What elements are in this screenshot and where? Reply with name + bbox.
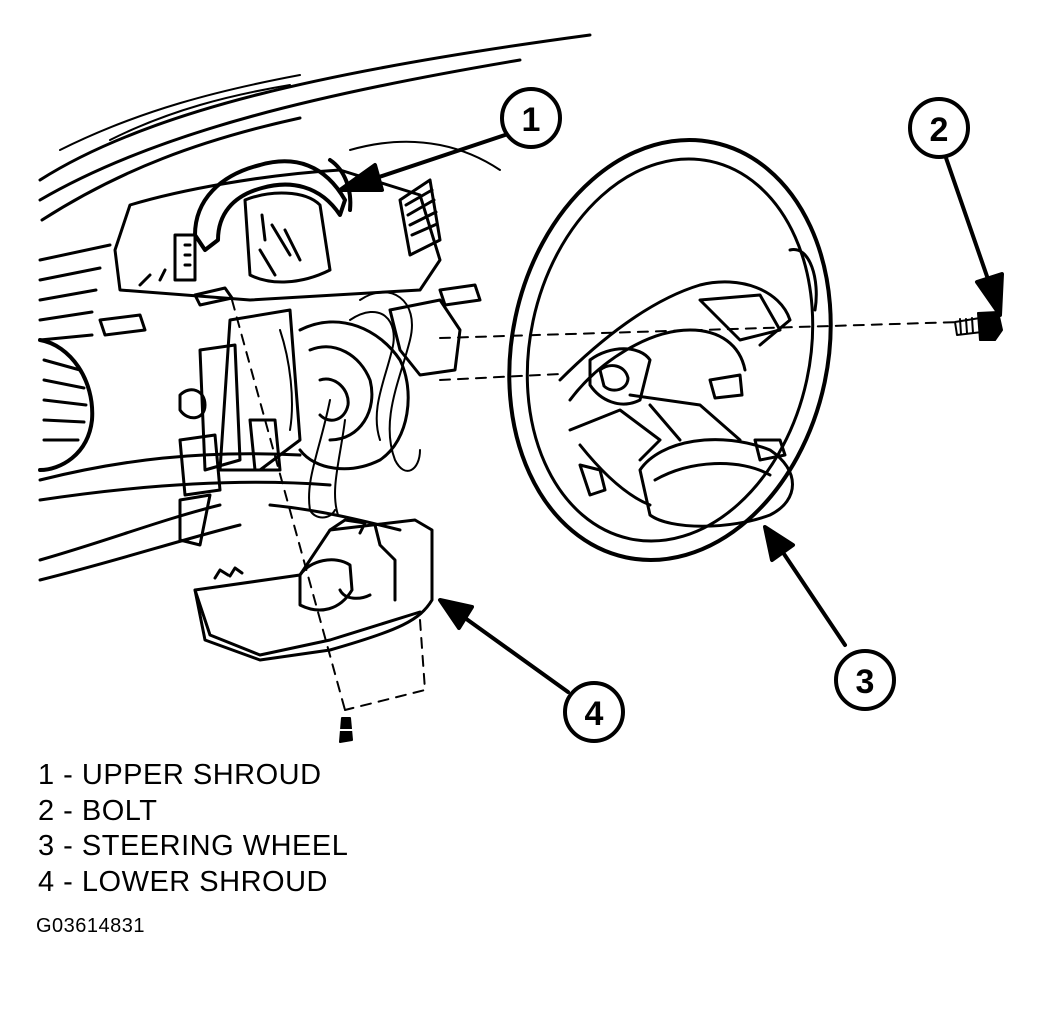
callout-2: 2	[908, 97, 970, 159]
lower-shroud	[193, 518, 434, 662]
alignment-lines	[231, 299, 961, 711]
lower-screw	[338, 717, 354, 743]
callout-3: 3	[834, 649, 896, 711]
callout-2-number: 2	[930, 111, 949, 149]
instrument-cluster	[98, 168, 442, 337]
leader-arrows	[338, 133, 1004, 694]
legend-item-steering-wheel: 3 - STEERING WHEEL	[38, 830, 349, 862]
legend-item-upper-shroud: 1 - UPPER SHROUD	[38, 759, 322, 791]
steering-wheel	[507, 138, 833, 562]
legend: 1 - UPPER SHROUD 2 - BOLT 3 - STEERING W…	[38, 758, 348, 900]
callout-1-number: 1	[522, 101, 541, 139]
callout-1: 1	[500, 87, 562, 149]
steering-column	[178, 283, 482, 547]
legend-item-lower-shroud: 4 - LOWER SHROUD	[38, 865, 328, 898]
callout-3-number: 3	[856, 663, 875, 701]
bolt	[954, 311, 1003, 341]
callout-4-number: 4	[585, 695, 604, 733]
legend-item-bolt: 2 - BOLT	[38, 794, 158, 827]
wiring	[279, 291, 421, 519]
figure-id: G03614831	[36, 915, 146, 937]
upper-shroud	[193, 158, 353, 252]
callout-4: 4	[563, 681, 625, 743]
dashboard	[38, 33, 592, 582]
